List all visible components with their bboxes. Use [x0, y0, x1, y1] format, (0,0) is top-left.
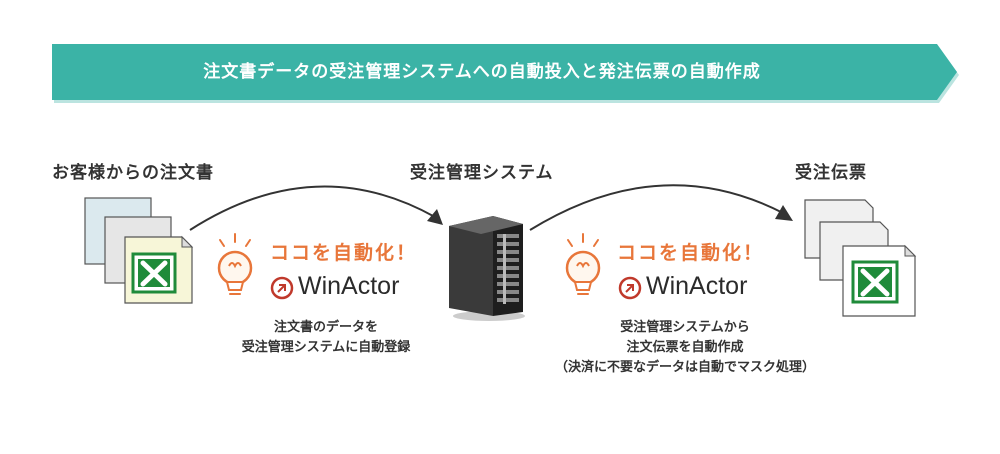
description-line: 受注管理システムに自動登録 — [226, 338, 426, 358]
automation-callout: ココを自動化！ — [270, 238, 417, 265]
automation-callout: ココを自動化！ — [617, 238, 764, 265]
description-line: 受注管理システムから — [535, 318, 835, 338]
order-slip-label: 受注伝票 — [795, 158, 867, 183]
winactor-logo-text: WinActor — [646, 272, 747, 301]
excel-icon — [133, 254, 175, 292]
lightbulb-icon — [212, 232, 258, 302]
winactor-logo-icon — [270, 276, 294, 300]
excel-icon — [853, 262, 897, 302]
lightbulb-icon — [560, 232, 606, 302]
document-stack-icon — [80, 195, 200, 315]
step-description: 受注管理システムから 注文伝票を自動作成 （決済に不要なデータは自動でマスク処理… — [535, 318, 835, 378]
winactor-logo-text: WinActor — [298, 272, 399, 301]
winactor-logo-icon — [618, 276, 642, 300]
banner-title: 注文書データの受注管理システムへの自動投入と発注伝票の自動作成 — [52, 44, 912, 100]
step-description: 注文書のデータを 受注管理システムに自動登録 — [226, 318, 426, 358]
server-icon — [447, 212, 527, 322]
document-stack-icon — [795, 200, 925, 330]
arrow-icon — [525, 165, 800, 235]
arrow-icon — [185, 165, 455, 235]
description-line: （決済に不要なデータは自動でマスク処理） — [535, 358, 835, 378]
description-line: 注文伝票を自動作成 — [535, 338, 835, 358]
description-line: 注文書のデータを — [226, 318, 426, 338]
